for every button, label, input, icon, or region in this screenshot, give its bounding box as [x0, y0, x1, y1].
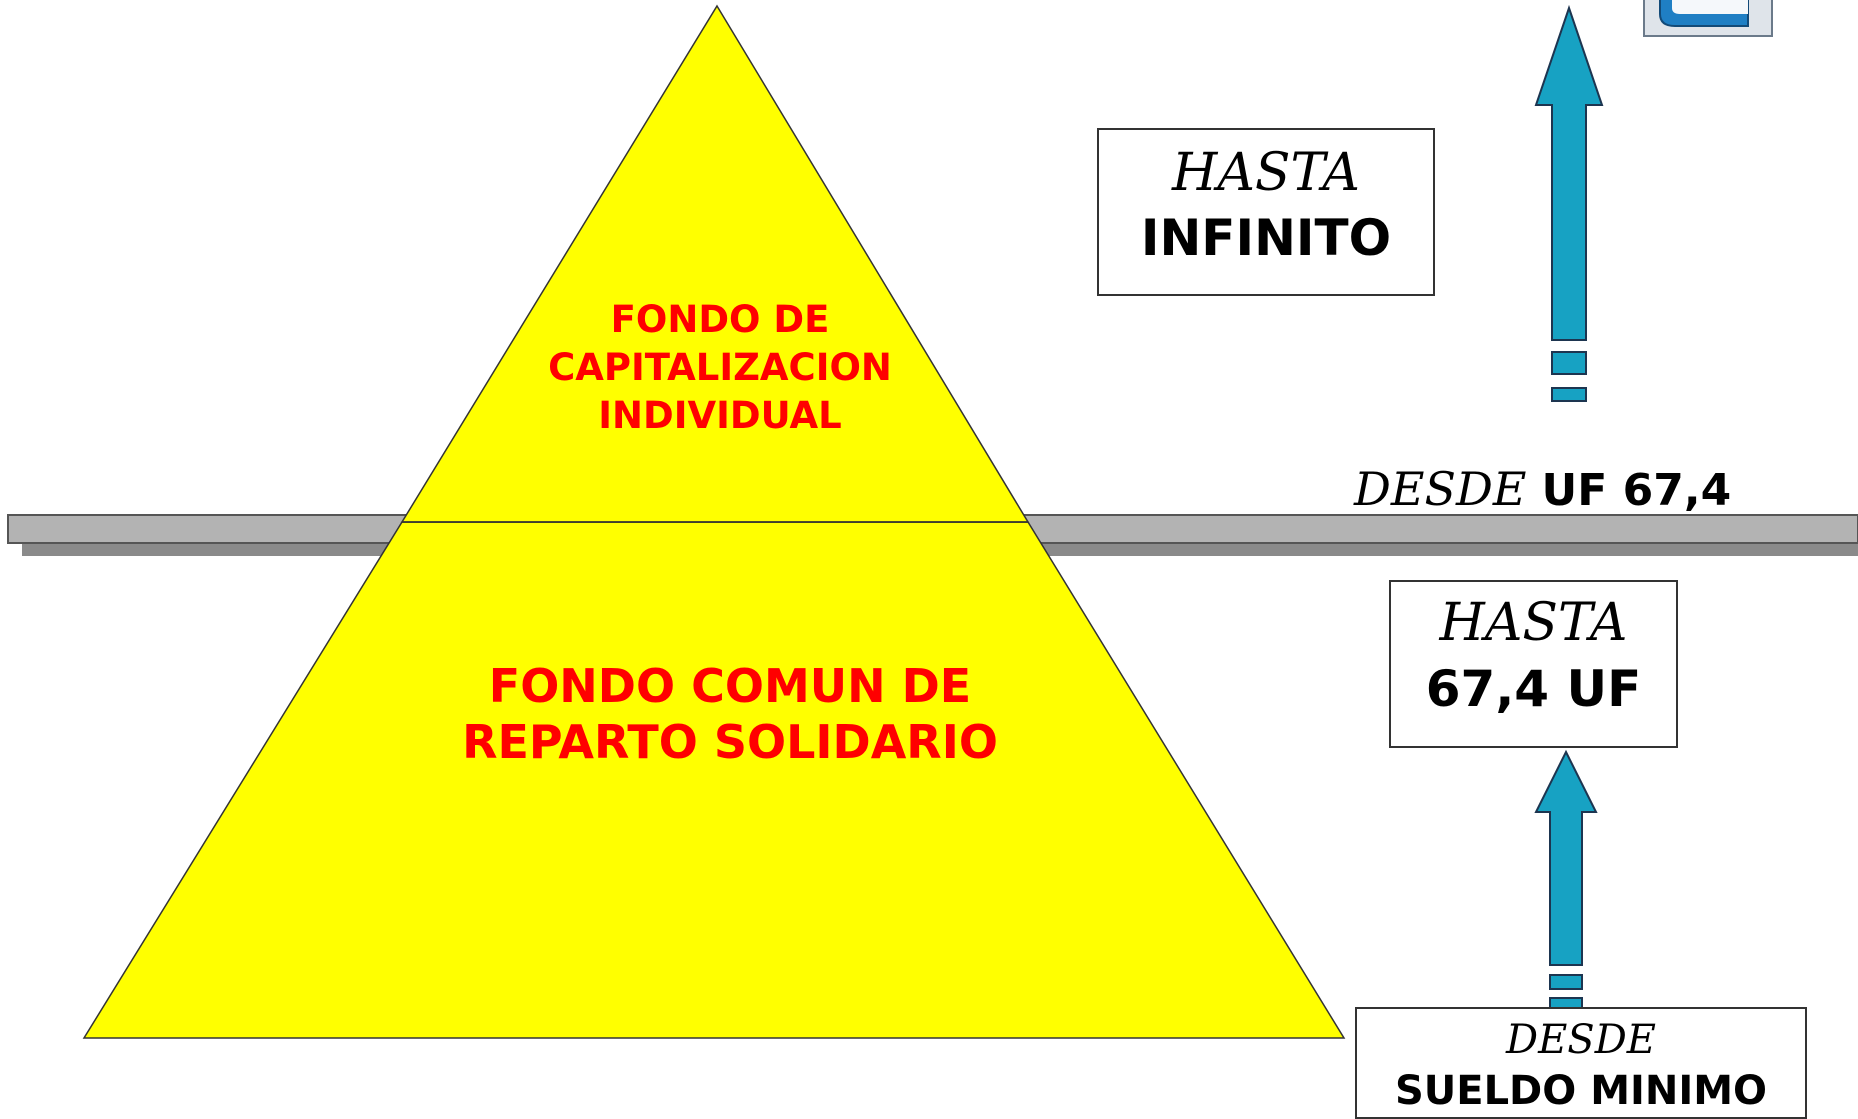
lower-range-prefix: HASTA — [1439, 593, 1628, 653]
arrow-up-icon — [1534, 749, 1598, 1009]
pyramid — [82, 4, 1346, 1039]
pyramid-bottom-label: FONDO COMUN DE REPARTO SOLIDARIO — [462, 659, 998, 769]
upper-range-prefix: HASTA — [1172, 143, 1360, 203]
threshold-label: DESDE UF 67,4 — [1354, 462, 1834, 516]
threshold-prefix: DESDE — [1354, 462, 1527, 516]
upper-range-box: HASTA INFINITO — [1097, 128, 1435, 296]
pyramid-top-label: FONDO DE CAPITALIZACION INDIVIDUAL — [548, 298, 892, 437]
pyramid-top-section — [400, 4, 1030, 523]
base-value: SUELDO MINIMO — [1394, 1068, 1768, 1114]
upper-range-value: INFINITO — [1140, 209, 1392, 267]
lower-range-box: HASTA 67,4 UF — [1389, 580, 1678, 748]
arrow-up-icon — [1534, 4, 1604, 402]
pyramid-bottom-section — [82, 521, 1346, 1039]
threshold-value: UF 67,4 — [1541, 465, 1732, 516]
base-box: DESDE SUELDO MINIMO — [1355, 1007, 1807, 1119]
base-prefix: DESDE — [1506, 1017, 1656, 1063]
lower-range-value: 67,4 UF — [1425, 660, 1642, 718]
logo-icon — [1643, 0, 1773, 37]
